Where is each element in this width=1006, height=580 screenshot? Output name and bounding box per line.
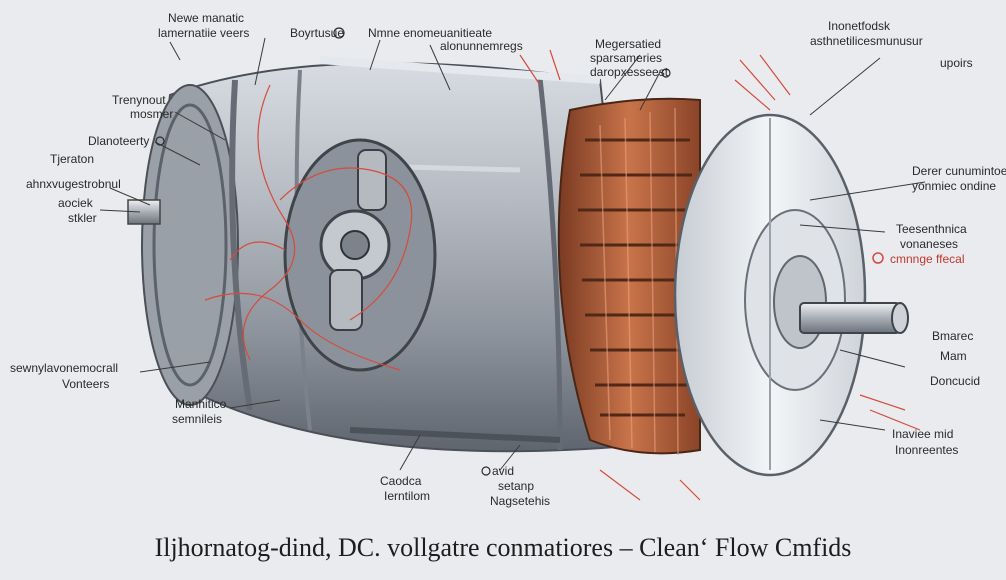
label-w-3: Dlanoteerty bbox=[88, 134, 149, 148]
label-top-1: Boyrtusue bbox=[290, 26, 344, 40]
red-accent-strokes bbox=[519, 49, 921, 501]
label-se-5: Inonreentes bbox=[895, 443, 958, 457]
label-mag-3: daropxesseest bbox=[590, 65, 669, 79]
label-se-2: Mam bbox=[940, 349, 967, 363]
label-b-5: Nagsetehis bbox=[490, 494, 550, 508]
label-b-4: setanp bbox=[498, 479, 534, 493]
label-e-3: Teesenthnica bbox=[896, 222, 967, 236]
label-sw-4: semnileis bbox=[172, 412, 222, 426]
callout-markers bbox=[155, 27, 884, 476]
label-mag-1: Megersatied bbox=[595, 37, 661, 51]
label-e-4: vonaneses bbox=[900, 237, 958, 251]
label-se-3: Doncucid bbox=[930, 374, 980, 388]
label-e-1: Derer cunumintoe bbox=[912, 164, 1006, 178]
callout-labels: Newe manatic lamernatiie veers Boyrtusue… bbox=[10, 11, 1006, 508]
label-ne-3: upoirs bbox=[940, 56, 973, 70]
label-top-3: alonunnemregs bbox=[440, 39, 523, 53]
label-w-1: Trenynout bbox=[112, 93, 166, 107]
output-shaft bbox=[799, 302, 909, 334]
label-b-1: Caodca bbox=[380, 474, 422, 488]
label-w-7: stkler bbox=[68, 211, 97, 225]
label-w-5: ahnxvugestrobnul bbox=[26, 177, 121, 191]
label-ne-1: Inonetfodsk bbox=[828, 19, 891, 33]
label-ne-2: asthnetilicesmunusur bbox=[810, 34, 923, 48]
label-nw-2: lamernatiie veers bbox=[158, 26, 249, 40]
label-w-4: Tjeraton bbox=[50, 152, 94, 166]
copper-windings bbox=[557, 97, 701, 456]
label-sw-1: sewnylavonemocrall bbox=[10, 361, 118, 375]
label-e-2: yonmiec ondine bbox=[912, 179, 996, 193]
label-top-2: Nmne enomeuanitieate bbox=[368, 26, 492, 40]
leader-lines bbox=[99, 37, 926, 471]
rotor-cutaway bbox=[283, 138, 437, 372]
label-b-2: Ierntilom bbox=[384, 489, 430, 503]
diagram-title: Iljhornatog-dind, DC. vollgatre conmatio… bbox=[155, 533, 852, 562]
label-se-4: Inaviee mid bbox=[892, 427, 953, 441]
label-w-2: mosmer bbox=[130, 107, 173, 121]
label-mag-2: sparsameries bbox=[590, 51, 662, 65]
field-wiring bbox=[204, 84, 413, 371]
label-w-6: aociek bbox=[58, 196, 94, 210]
label-se-1: Bmarec bbox=[932, 329, 973, 343]
label-e-5: cmnnge ffecal bbox=[890, 252, 965, 266]
label-nw-1: Newe manatic bbox=[168, 11, 244, 25]
front-end-bell bbox=[673, 113, 867, 477]
label-sw-3: Manhitico bbox=[175, 397, 227, 411]
label-b-3: avid bbox=[492, 464, 514, 478]
label-sw-2: Vonteers bbox=[62, 377, 109, 391]
